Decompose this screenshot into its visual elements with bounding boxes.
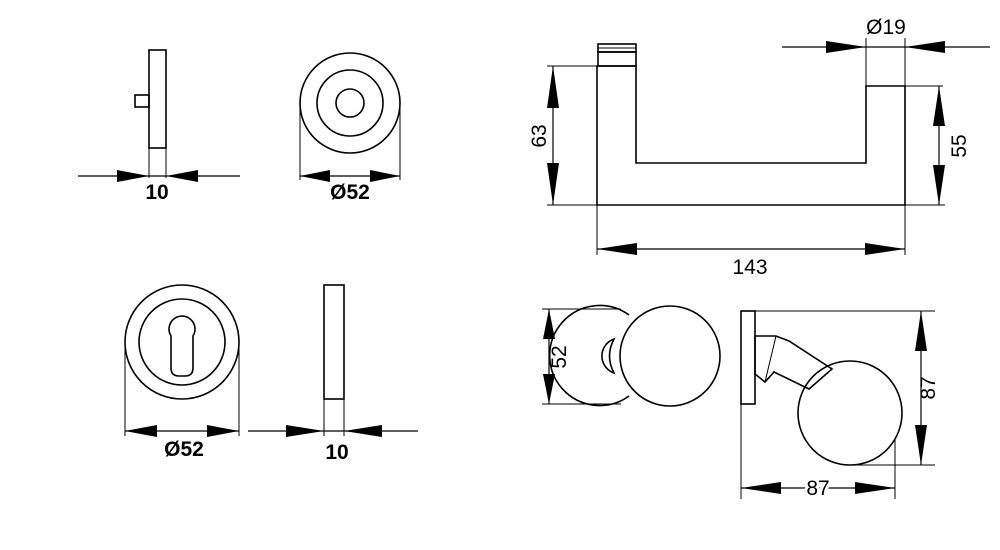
rose-front-view: Ø52 <box>299 52 401 204</box>
rose-thickness-label: 10 <box>145 181 168 204</box>
escutcheon-front-view: Ø52 <box>124 284 240 461</box>
lever-outline <box>596 65 906 206</box>
knob-projection-label: 87 <box>806 477 829 500</box>
cylinder-cutout <box>168 315 196 377</box>
knob-rose-hole <box>601 337 616 375</box>
knob-front-view: 52 <box>542 304 721 407</box>
knob-height-label: 87 <box>917 376 940 399</box>
escutcheon-diameter-label: Ø52 <box>164 438 204 461</box>
knob-side-view: 87 87 <box>740 310 940 503</box>
lever-height-label: 63 <box>528 124 551 147</box>
rose-side-view: 10 <box>78 49 240 204</box>
rose-diameter-label: Ø52 <box>330 181 370 204</box>
lever-handle-view: 63 Ø19 55 143 <box>528 16 990 279</box>
lever-length-label: 143 <box>732 256 767 279</box>
lever-spindle-diameter-label: Ø19 <box>866 16 906 39</box>
lever-grip-height-label: 55 <box>948 134 971 157</box>
knob-rose-outline <box>548 304 630 407</box>
knob-neck <box>754 335 834 390</box>
knob-diameter-label: 52 <box>548 345 571 368</box>
escutcheon-thickness-label: 10 <box>325 441 348 464</box>
escutcheon-side-view: 10 <box>248 284 418 464</box>
